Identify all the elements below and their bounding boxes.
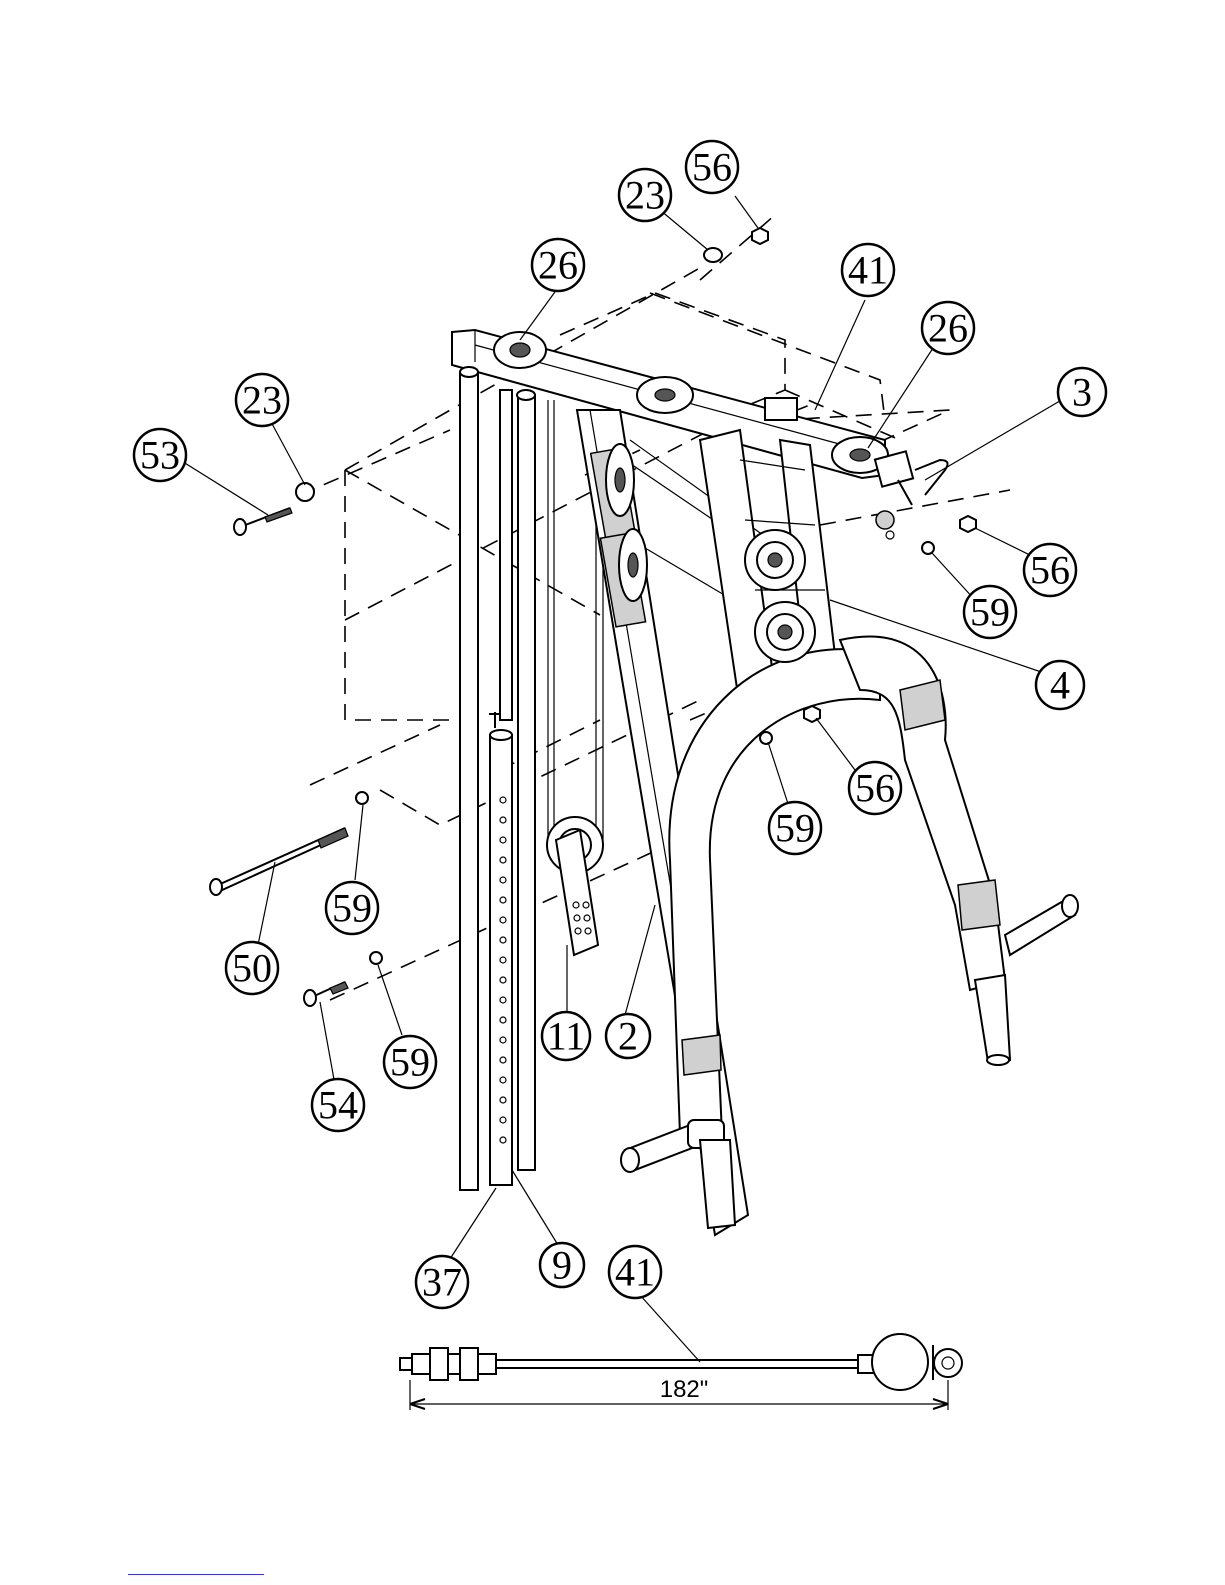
callout-54: 54 — [312, 1079, 364, 1131]
right-guide-rod — [518, 395, 535, 1170]
nut-56-top — [752, 228, 768, 244]
svg-text:2: 2 — [618, 1014, 638, 1059]
svg-text:11: 11 — [547, 1014, 586, 1059]
callouts: 56 23 26 41 26 3 23 53 — [134, 141, 1106, 1308]
callout-9: 9 — [540, 1243, 584, 1288]
selector-rod — [489, 712, 512, 1185]
svg-text:53: 53 — [140, 433, 180, 478]
left-guide-rod — [460, 372, 478, 1190]
callout-23-top: 23 — [619, 169, 671, 221]
svg-text:41: 41 — [848, 248, 888, 293]
callout-2: 2 — [606, 1014, 650, 1059]
svg-text:23: 23 — [242, 378, 282, 423]
callout-56-center: 56 — [849, 762, 901, 814]
svg-text:23: 23 — [625, 173, 665, 218]
callout-50: 50 — [226, 942, 278, 994]
washer-59-upper-left — [356, 792, 368, 804]
pulley-upright-lower — [619, 529, 647, 601]
spacer-23-left — [296, 483, 314, 501]
svg-text:37: 37 — [422, 1260, 462, 1305]
callout-59-right: 59 — [964, 586, 1016, 638]
svg-text:56: 56 — [1030, 548, 1070, 593]
svg-text:26: 26 — [538, 243, 578, 288]
svg-text:59: 59 — [390, 1040, 430, 1085]
callout-56-right: 56 — [1024, 544, 1076, 596]
cable-length-label: 182" — [660, 1376, 709, 1403]
pulley-bracket-lower — [755, 602, 815, 662]
svg-text:56: 56 — [855, 766, 895, 811]
callout-23-left: 23 — [236, 374, 288, 426]
svg-text:41: 41 — [615, 1250, 655, 1295]
handle-assembly — [875, 451, 948, 539]
svg-text:50: 50 — [232, 946, 272, 991]
callout-11: 11 — [542, 1012, 590, 1060]
svg-text:54: 54 — [318, 1083, 358, 1128]
washer-59-center — [760, 732, 772, 744]
footer-rule — [128, 1574, 264, 1575]
base-frame — [669, 636, 1005, 1135]
spacer-23-top — [704, 248, 722, 262]
callout-26-right: 26 — [922, 302, 974, 354]
pulley-top-left — [494, 332, 546, 368]
callout-26-left: 26 — [532, 239, 584, 291]
bolt-50 — [210, 828, 348, 895]
washer-59-lower-left — [370, 952, 382, 964]
cable-41-detail: 182" — [400, 1334, 962, 1410]
svg-text:56: 56 — [692, 145, 732, 190]
svg-text:59: 59 — [332, 886, 372, 931]
callout-53: 53 — [134, 429, 186, 481]
callout-41-top: 41 — [842, 244, 894, 296]
svg-text:59: 59 — [775, 806, 815, 851]
pulley-upright-upper — [606, 444, 634, 516]
svg-text:59: 59 — [970, 590, 1010, 635]
inner-rod — [500, 390, 512, 720]
callout-56-top: 56 — [686, 141, 738, 193]
callout-37: 37 — [416, 1256, 468, 1308]
callout-59-lower-left: 59 — [384, 1036, 436, 1088]
callout-59-upper-left: 59 — [326, 882, 378, 934]
svg-text:4: 4 — [1050, 663, 1070, 708]
callout-4: 4 — [1036, 661, 1084, 709]
svg-text:26: 26 — [928, 306, 968, 351]
callout-41-bottom: 41 — [609, 1246, 661, 1298]
washer-59-right — [922, 542, 934, 554]
svg-text:3: 3 — [1072, 370, 1092, 415]
nut-56-right — [960, 516, 976, 532]
hardware — [210, 228, 976, 1006]
callout-3: 3 — [1058, 368, 1106, 416]
svg-text:9: 9 — [552, 1243, 572, 1288]
crossbar-bracket — [765, 398, 797, 420]
callout-59-center: 59 — [769, 802, 821, 854]
pulley-top-center — [637, 377, 693, 413]
pulley-bracket-upper — [745, 530, 805, 590]
